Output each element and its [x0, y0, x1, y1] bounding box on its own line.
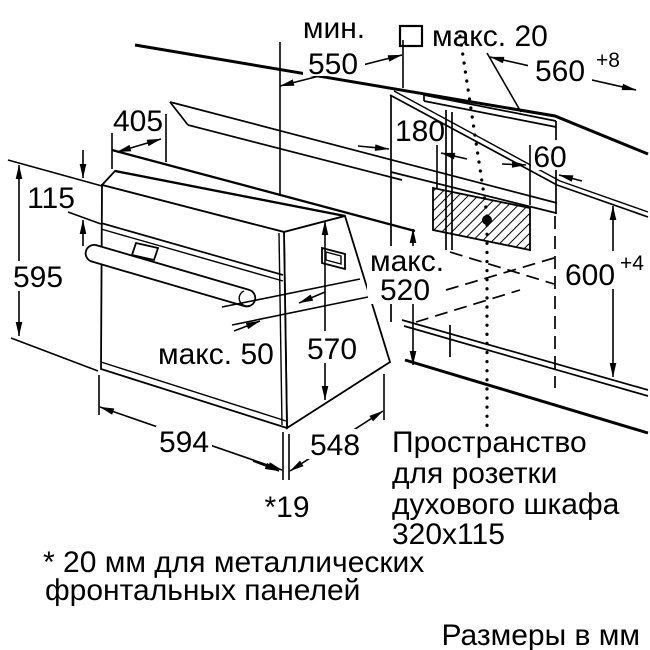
dim-front-gap: макс. 20	[398, 20, 548, 53]
label-bg	[531, 140, 571, 170]
counter-front-lower-edge	[111, 148, 416, 233]
dim-oven-body-depth-value: 570	[307, 333, 357, 366]
units-note: Размеры в мм	[441, 619, 640, 650]
dim-socket-rear-offset-value: 180	[395, 115, 445, 148]
door-plane-line	[231, 296, 369, 326]
column-top-right-edge	[556, 184, 649, 218]
front-gap-square-icon	[398, 24, 424, 48]
dim-niche-height-tolerance: +4	[620, 252, 644, 275]
label-bg	[156, 426, 212, 456]
dim-oven-depth-value: 548	[310, 429, 360, 462]
dim-niche-depth: макс. 520	[367, 228, 445, 366]
arrow-right	[558, 174, 583, 182]
socket-area	[432, 186, 531, 252]
niche-ceiling-front-edge	[390, 171, 557, 214]
footnote: * 20 мм для металлических фронтальных па…	[43, 546, 424, 607]
socket-leader-dotted-line	[458, 34, 489, 428]
back-rail-bottom	[423, 100, 557, 128]
ext-line	[67, 211, 102, 225]
handle-plane-line	[221, 278, 361, 308]
dim-door-offset-value: *19	[264, 491, 309, 524]
counter-top-front-edge	[187, 124, 403, 181]
wall-edge-line	[134, 43, 649, 156]
arrow-right	[440, 152, 468, 160]
arrow-lower	[233, 320, 261, 332]
label-bg	[304, 331, 360, 363]
door-top-edge	[100, 228, 284, 282]
label-bg	[367, 246, 445, 304]
oven	[84, 169, 392, 430]
ext-line	[10, 337, 99, 372]
column-top-right-edge-2	[559, 180, 649, 213]
ext-line	[486, 52, 522, 113]
dim-niche-width-tolerance: +8	[596, 49, 620, 72]
ext-line	[7, 159, 103, 187]
dim-counter-depth-value: 550	[308, 48, 358, 81]
back-rail-top	[423, 94, 557, 122]
dim-niche-depth-prefix: макс.	[370, 245, 444, 278]
door-handle	[84, 241, 257, 308]
label-bg	[307, 429, 364, 459]
dim-counter-depth: мин. 550	[279, 12, 404, 194]
dim-top-depth-value: 405	[113, 105, 163, 138]
socket-area-hatch	[432, 186, 531, 252]
dim-oven-height: 595	[10, 164, 99, 372]
socket-note-line2: для розетки	[392, 457, 557, 490]
socket-note: Пространство для розетки духового шкафа …	[392, 426, 620, 551]
dim-socket-side-offset: 60	[501, 140, 583, 205]
oven-top-back-edge	[114, 169, 346, 218]
shelf-back-edge	[401, 319, 649, 391]
niche-back-hidden	[449, 251, 555, 285]
dim-niche-height: 600 +4	[559, 205, 647, 378]
dim-oven-body-depth: 570	[304, 220, 360, 401]
dim-oven-width: 594	[98, 375, 284, 480]
socket-note-line1: Пространство	[392, 426, 587, 459]
label-bg	[12, 261, 65, 291]
dim-niche-depth-value: 520	[380, 274, 430, 307]
dim-panel-height-value: 115	[27, 182, 75, 215]
dim-oven-depth: 548	[288, 374, 385, 480]
niche-floor-hidden-1	[445, 257, 555, 291]
dim-handle-clearance: макс. 50	[158, 278, 369, 371]
room-and-cabinet	[111, 34, 649, 435]
footnote-line1: * 20 мм для металлических	[43, 546, 424, 579]
socket-dot-icon	[482, 215, 492, 225]
dim-front-gap-label: макс. 20	[432, 20, 548, 53]
label-bg	[528, 52, 592, 83]
arrow-upper	[298, 291, 326, 304]
socket-note-line3: духового шкафа	[392, 488, 620, 521]
dim-socket-side-offset-value: 60	[533, 141, 566, 174]
dim-door-offset: *19	[252, 460, 310, 524]
shelf-back-edge-2	[403, 325, 649, 397]
dim-niche-width: 560 +8	[486, 49, 637, 113]
arrow-left	[357, 144, 390, 151]
counter-back-edge	[169, 101, 558, 204]
control-panel-bottom-edge	[100, 222, 284, 276]
dim-top-depth: 405	[111, 105, 167, 169]
dim-panel-height: 115	[7, 150, 103, 246]
counter-end-cap	[169, 101, 189, 126]
dim-oven-height-value: 595	[13, 261, 63, 294]
dim-line	[116, 138, 162, 153]
socket-note-line4: 320x115	[392, 518, 505, 551]
label-bg	[303, 14, 365, 76]
handle-mount-left	[130, 241, 160, 262]
dim-niche-height-value: 600	[565, 259, 615, 292]
label-bg	[559, 251, 647, 289]
column-top-left-edge	[389, 94, 558, 186]
dim-counter-depth-prefix: мин.	[303, 12, 365, 45]
dim-niche-width-value: 560	[535, 55, 585, 88]
arrow-left	[501, 161, 527, 168]
dim-oven-width-value: 594	[159, 426, 209, 459]
niche-floor-hidden-2	[415, 289, 521, 323]
arrow	[252, 460, 280, 472]
dim-socket-rear-offset: 180	[357, 115, 468, 188]
handle-end-cap	[238, 290, 251, 307]
dim-handle-clearance-label: макс. 50	[158, 338, 274, 371]
shelf-front-edge	[404, 358, 649, 435]
door-right-gap-line	[278, 232, 283, 426]
footnote-line2: фронтальных панелей	[45, 574, 360, 607]
